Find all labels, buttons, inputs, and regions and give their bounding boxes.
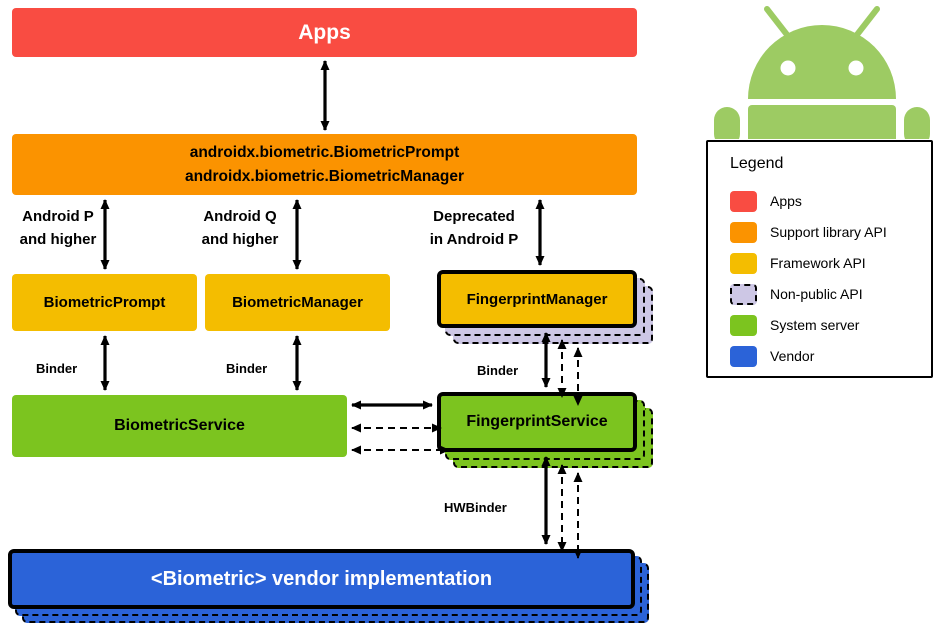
legend-swatch-vendor (730, 345, 757, 367)
biometric-manager-box: BiometricManager (205, 274, 390, 331)
deprecated-label: Deprecated in Android P (429, 208, 519, 248)
legend-label-vendor: Vendor (770, 348, 815, 364)
binder-label-3: Binder (477, 363, 519, 378)
fingerprint-manager-box: FingerprintManager (437, 270, 637, 328)
legend-box: Legend Apps Support library API Framewor… (706, 140, 933, 378)
support-library-box: androidx.biometric.BiometricPrompt andro… (12, 134, 637, 195)
android-robot-icon (714, 6, 930, 139)
android-q-label: Android Q and higher (201, 208, 279, 248)
fingerprint-service-box: FingerprintService (437, 392, 637, 452)
legend-label-non-public-api: Non-public API (770, 286, 863, 302)
robot-arm-left (714, 107, 740, 139)
legend-item-support-library: Support library API (730, 221, 887, 243)
robot-arm-right (904, 107, 930, 139)
robot-antenna-left (764, 6, 791, 39)
legend-item-vendor: Vendor (730, 345, 814, 367)
legend-swatch-system-server (730, 314, 757, 336)
robot-eye-right (848, 60, 864, 76)
legend-label-apps: Apps (770, 193, 802, 209)
legend-swatch-framework-api (730, 252, 757, 274)
legend-label-system-server: System server (770, 317, 860, 333)
apps-box: Apps (12, 8, 637, 57)
android-p-label: Android P and higher (19, 208, 97, 248)
legend-item-apps: Apps (730, 190, 802, 212)
robot-head (748, 25, 896, 99)
legend-swatch-non-public-api (730, 283, 757, 305)
legend-title: Legend (730, 155, 784, 172)
legend-label-framework-api: Framework API (770, 255, 866, 271)
legend-item-non-public-api: Non-public API (730, 283, 863, 305)
robot-antenna-right (853, 6, 880, 39)
robot-eye-left (780, 60, 796, 76)
legend-item-system-server: System server (730, 314, 859, 336)
hwbinder-label: HWBinder (444, 500, 507, 515)
binder-label-1: Binder (36, 361, 78, 376)
biometric-service-box: BiometricService (12, 395, 347, 457)
legend-swatch-apps (730, 190, 757, 212)
binder-label-2: Binder (226, 361, 268, 376)
robot-body (748, 105, 896, 139)
vendor-implementation-box: <Biometric> vendor implementation (8, 549, 635, 609)
legend-label-support-library: Support library API (770, 224, 887, 240)
legend-item-framework-api: Framework API (730, 252, 866, 274)
legend-swatch-support-library (730, 221, 757, 243)
biometric-prompt-box: BiometricPrompt (12, 274, 197, 331)
